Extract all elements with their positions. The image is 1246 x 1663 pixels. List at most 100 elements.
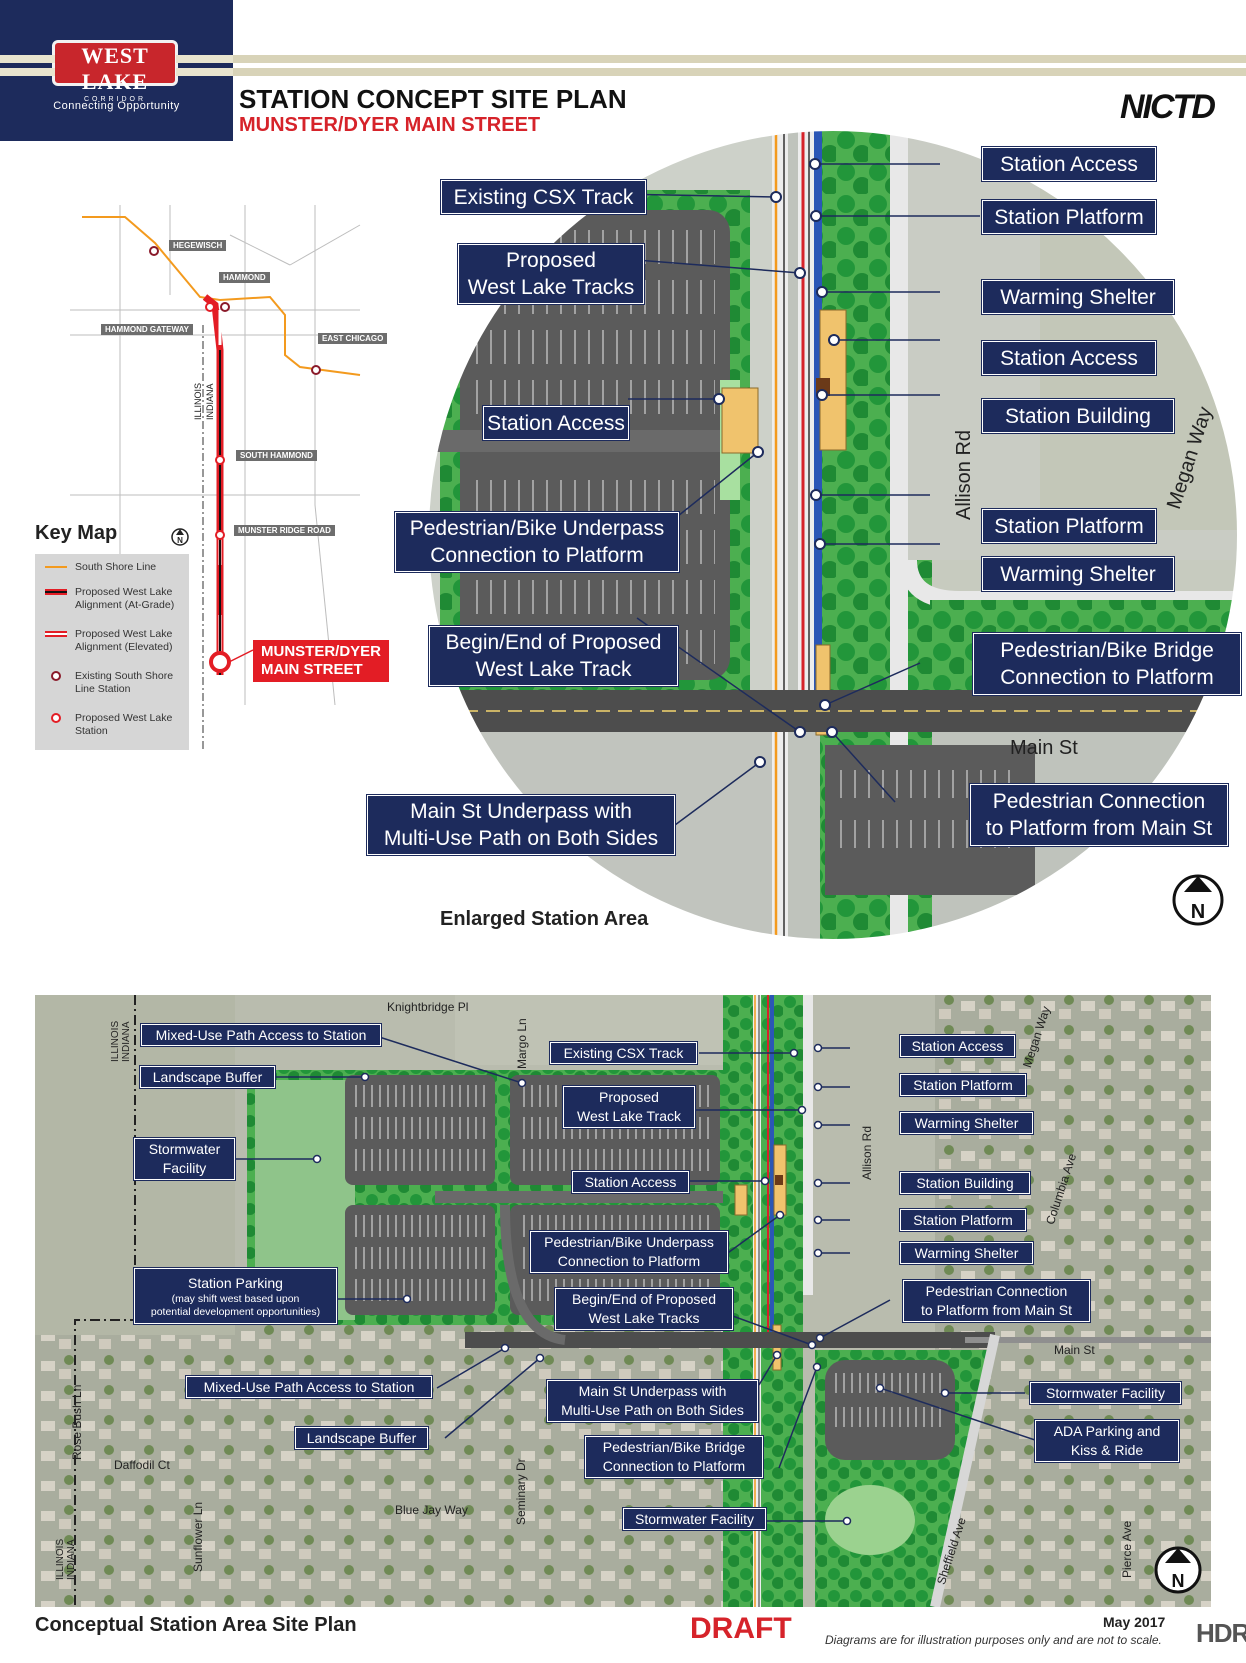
callout-site-station-building: Station Building bbox=[900, 1172, 1030, 1194]
station-marker bbox=[311, 365, 321, 375]
logo-main-text: WEST LAKE bbox=[81, 43, 149, 94]
station-marker bbox=[149, 246, 159, 256]
svg-text:N: N bbox=[1191, 901, 1205, 923]
callout-mixed-use-bottom: Mixed-Use Path Access to Station bbox=[186, 1376, 432, 1398]
callout-station-building: Station Building bbox=[982, 399, 1174, 433]
state-label: ILLINOIS bbox=[110, 1020, 121, 1062]
legend: South Shore Line Proposed West Lake Alig… bbox=[35, 554, 189, 750]
header-stripe bbox=[0, 55, 55, 63]
station-marker bbox=[205, 302, 215, 312]
legend-item: Proposed West Lake Alignment (Elevated) bbox=[45, 628, 185, 654]
header-stripe bbox=[176, 68, 233, 76]
header-stripe bbox=[0, 68, 55, 76]
existing-station-swatch-icon bbox=[51, 671, 61, 681]
proposed-station-swatch-icon bbox=[51, 713, 61, 723]
hdr-logo: HDR bbox=[1196, 1618, 1246, 1648]
state-label: INDIANA bbox=[66, 1539, 77, 1580]
state-label: INDIANA bbox=[121, 1021, 132, 1062]
callout-site-stormwater-right: Stormwater Facility bbox=[1030, 1382, 1181, 1404]
logo-tagline: Connecting Opportunity bbox=[53, 100, 180, 112]
street-label: Knightbridge Pl bbox=[387, 1000, 469, 1014]
highlight-station-marker bbox=[209, 651, 231, 673]
highlight-label-line1: MUNSTER/DYER bbox=[261, 643, 382, 660]
street-label: Main St bbox=[1054, 1343, 1095, 1357]
street-label: Allison Rd bbox=[860, 1125, 874, 1180]
callout-station-platform-1: Station Platform bbox=[982, 200, 1156, 234]
nictd-logo: NICTD bbox=[1120, 88, 1216, 126]
site-callout-dots bbox=[312, 1043, 950, 1526]
callout-site-shelter-1: Warming Shelter bbox=[900, 1112, 1033, 1134]
enlarged-north-icon: N bbox=[1172, 874, 1224, 926]
underpass-structure bbox=[721, 387, 759, 454]
km-state-label: INDIANA bbox=[205, 383, 215, 420]
track-corridor-buffer bbox=[723, 995, 803, 1607]
station-marker bbox=[215, 530, 225, 540]
street-label: Margo Ln bbox=[515, 1018, 529, 1069]
callout-landscape-top: Landscape Buffer bbox=[140, 1066, 275, 1088]
callout-existing-csx: Existing CSX Track bbox=[441, 180, 646, 214]
draft-label: DRAFT bbox=[690, 1612, 792, 1645]
callout-station-access-left: Station Access bbox=[483, 406, 629, 440]
svg-text:N: N bbox=[1172, 1571, 1185, 1591]
enlarged-caption: Enlarged Station Area bbox=[440, 908, 649, 930]
street-label: Sunflower Ln bbox=[191, 1501, 205, 1572]
legend-item: Proposed West Lake Station bbox=[45, 712, 185, 738]
key-map-north-icon: N bbox=[171, 528, 189, 546]
callout-landscape-bottom: Landscape Buffer bbox=[295, 1427, 428, 1449]
street-label: Daffodil Ct bbox=[114, 1458, 170, 1472]
callout-station-platform-2: Station Platform bbox=[982, 509, 1156, 543]
header-stripe bbox=[233, 55, 1246, 63]
key-map bbox=[70, 205, 361, 750]
platform bbox=[814, 130, 822, 690]
km-station-label: SOUTH HAMMOND bbox=[236, 450, 317, 461]
callout-site-existing-csx: Existing CSX Track bbox=[550, 1042, 697, 1064]
callout-site-platform-2: Station Platform bbox=[900, 1209, 1026, 1231]
key-map-title: Key Map bbox=[35, 522, 118, 544]
legend-item: South Shore Line bbox=[45, 561, 185, 574]
callout-warming-shelter-2: Warming Shelter bbox=[982, 557, 1174, 591]
callout-station-access-2: Station Access bbox=[982, 341, 1156, 375]
disclaimer: Diagrams are for illustration purposes o… bbox=[825, 1633, 1162, 1647]
west-lake-logo: WEST LAKE CORRIDOR bbox=[52, 40, 178, 105]
street-label: Pierce Ave bbox=[1120, 1520, 1134, 1578]
allison-rd-label: Allison Rd bbox=[953, 429, 975, 520]
callout-mixed-use-top: Mixed-Use Path Access to Station bbox=[141, 1024, 381, 1046]
station-marker bbox=[220, 302, 230, 312]
km-station-label: HAMMOND GATEWAY bbox=[101, 324, 193, 335]
km-station-label: EAST CHICAGO bbox=[318, 333, 388, 344]
logo-sub-text: CORRIDOR bbox=[65, 95, 165, 105]
street-label: Seminary Dr bbox=[514, 1458, 528, 1525]
legend-item: Existing South Shore Line Station bbox=[45, 670, 185, 696]
km-station-label: HEGEWISCH bbox=[169, 240, 227, 251]
header-stripe bbox=[176, 55, 233, 63]
south-shore-swatch-icon bbox=[45, 566, 67, 568]
enlarged-callout-dots bbox=[713, 158, 840, 768]
km-station-label: MUNSTER RIDGE ROAD bbox=[234, 525, 335, 536]
station-marker bbox=[215, 455, 225, 465]
north-letter: N bbox=[177, 536, 183, 545]
site-plan-caption: Conceptual Station Area Site Plan bbox=[35, 1614, 357, 1636]
state-label: ILLINOIS bbox=[55, 1538, 66, 1580]
page-title: STATION CONCEPT SITE PLAN bbox=[239, 84, 627, 114]
street-label: Rose Bush Ln bbox=[70, 1384, 84, 1460]
main-st-label: Main St bbox=[1010, 737, 1078, 759]
callout-site-platform-1: Station Platform bbox=[900, 1074, 1026, 1096]
south-shore-line bbox=[82, 216, 361, 376]
callout-site-station-access: Station Access bbox=[572, 1171, 689, 1193]
highlight-label-line2: MAIN STREET bbox=[261, 661, 363, 678]
callout-warming-shelter-1: Warming Shelter bbox=[982, 280, 1174, 314]
header-stripe bbox=[233, 68, 1246, 76]
legend-item: Proposed West Lake Alignment (At-Grade) bbox=[45, 586, 185, 612]
street-label: Blue Jay Way bbox=[395, 1503, 468, 1517]
elevated-swatch-icon bbox=[45, 631, 67, 637]
west-lake-alignment bbox=[202, 294, 224, 675]
